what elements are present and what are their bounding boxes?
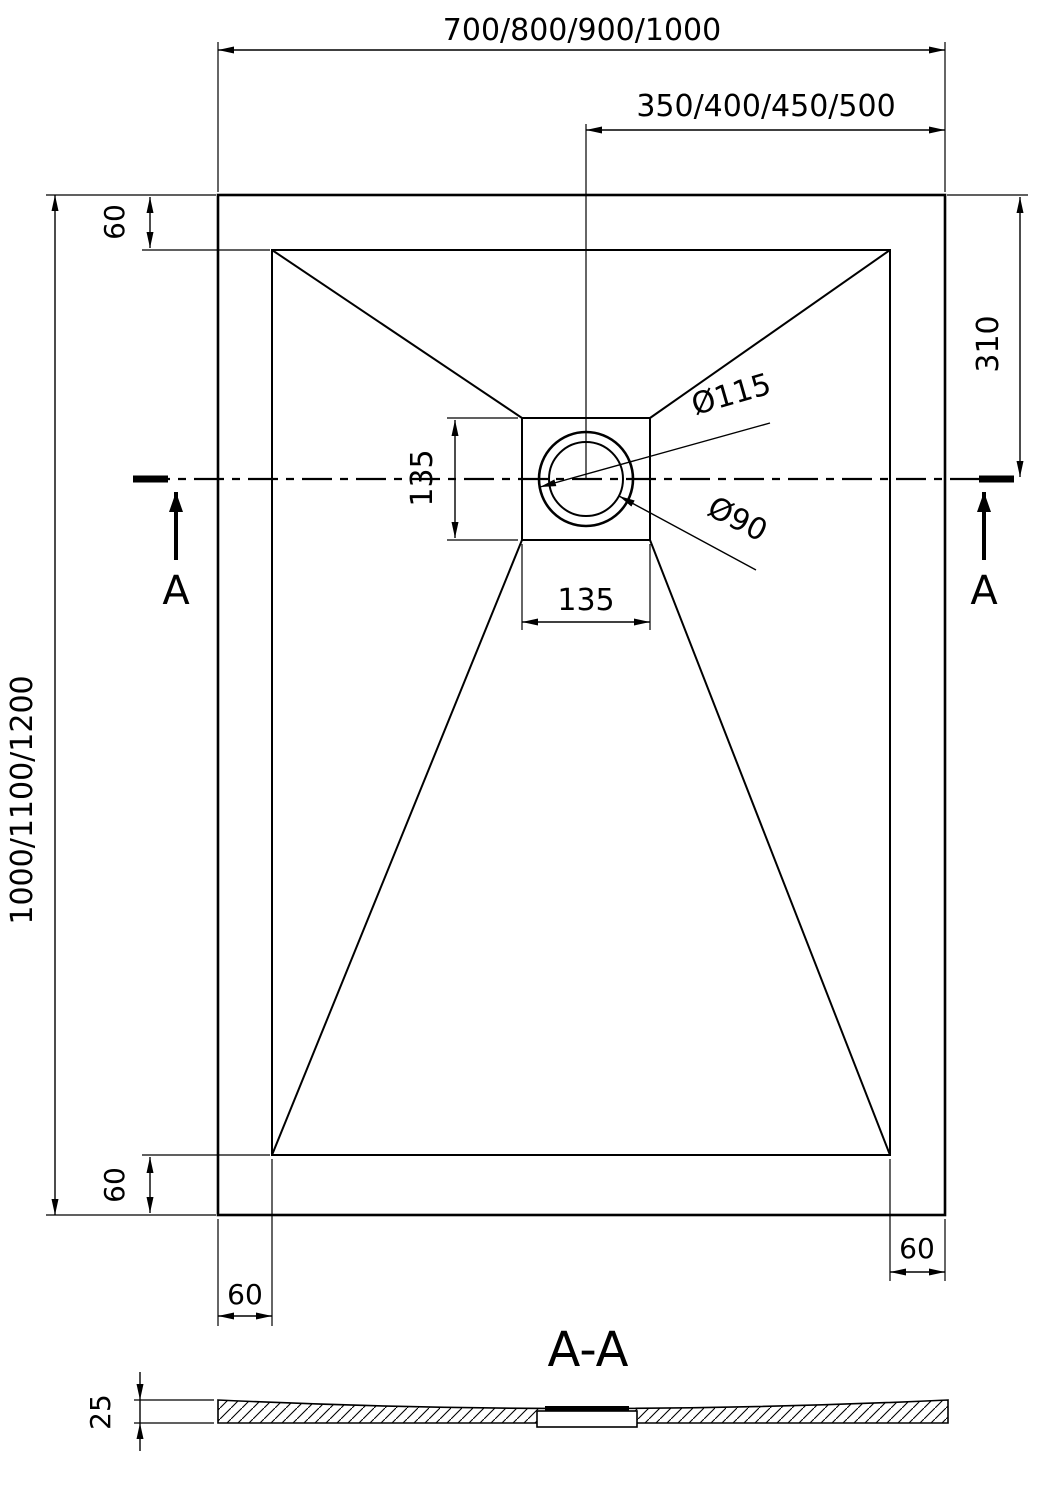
dim-drain-from-top-text: 310 xyxy=(971,315,1006,372)
dim-corner-left-text: 60 xyxy=(227,1278,263,1311)
plan-view: A A 700/800/900/1000 350/400/450/500 100… xyxy=(5,13,1028,1326)
dim-overall-length-text: 1000/1100/1200 xyxy=(5,675,40,924)
dim-overall-width: 700/800/900/1000 xyxy=(217,13,946,192)
slope-lines xyxy=(271,249,891,1156)
section-cut-line: A A xyxy=(133,475,1014,614)
dim-rim-bottom-text: 60 xyxy=(98,1167,131,1203)
label-drain-outer-diameter: Ø115 xyxy=(539,367,775,488)
section-view: 25 xyxy=(84,1372,949,1451)
dim-drain-from-top: 310 xyxy=(947,194,1028,477)
drain-flange-section xyxy=(536,1410,638,1428)
dim-drain-recess-width: 135 xyxy=(521,544,651,630)
dim-thickness: 25 xyxy=(84,1372,214,1451)
drain-cover-section xyxy=(545,1406,629,1411)
dim-corner-right-text: 60 xyxy=(899,1232,935,1265)
dim-corner-right: 60 xyxy=(889,1159,946,1281)
section-marker-left-label: A xyxy=(162,568,190,614)
section-title: A-A xyxy=(548,1322,629,1378)
label-drain-inner-diameter: Ø90 xyxy=(618,490,773,571)
dim-drain-recess-width-text: 135 xyxy=(557,583,614,618)
tray-outer-edge xyxy=(216,193,947,1217)
dim-rim-top-text: 60 xyxy=(98,204,131,240)
dim-corner-left: 60 xyxy=(217,1159,273,1326)
drain-inner-diameter-label: Ø90 xyxy=(702,490,773,549)
dim-rim-top: 60 xyxy=(98,197,270,251)
dim-drain-offset: 350/400/450/500 xyxy=(586,89,945,134)
dim-overall-width-text: 700/800/900/1000 xyxy=(443,13,721,48)
dim-rim-bottom: 60 xyxy=(98,1154,270,1213)
dim-drain-recess-height-text: 135 xyxy=(405,449,440,506)
dim-drain-recess-height: 135 xyxy=(405,417,518,541)
dim-drain-offset-text: 350/400/450/500 xyxy=(636,89,895,124)
dim-overall-length: 1000/1100/1200 xyxy=(5,194,216,1216)
dim-thickness-text: 25 xyxy=(84,1394,117,1430)
drain-outer-diameter-label: Ø115 xyxy=(688,367,775,423)
section-marker-right-label: A xyxy=(970,568,998,614)
tray-basin-edge xyxy=(271,249,891,1156)
